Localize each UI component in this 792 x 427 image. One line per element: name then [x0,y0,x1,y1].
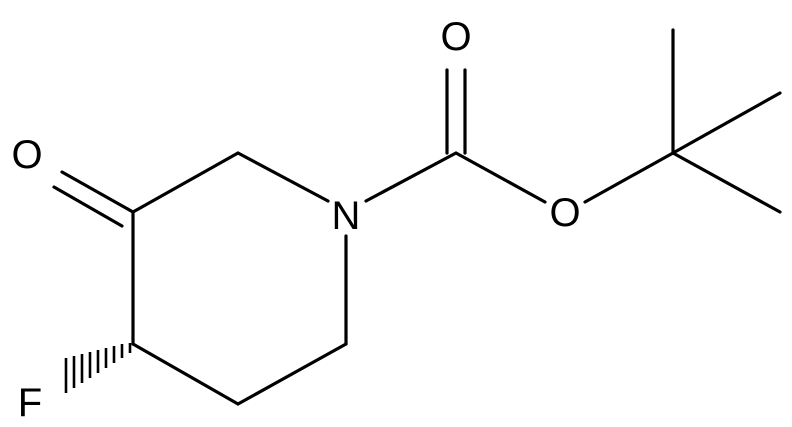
carbonyl-oxygen-atom-label: O [440,15,471,59]
bond-tbu-methyl-lower-right [671,151,782,214]
hashed-wedge-bond-c4-f [64,343,132,393]
bond-c6-c5 [236,342,348,406]
bond-c3-c2 [131,151,240,214]
bond-c-o-ester [454,151,547,204]
bond-c3-o-ketone-a [60,170,135,214]
fluorine-atom-label: F [18,381,42,425]
bond-tbu-methyl-upper-right [671,91,782,155]
bond-c2-n1 [236,151,330,203]
bond-o-c-tbu [583,151,675,204]
nitrogen-atom-label: N [332,194,361,238]
bond-n1-c-carbonyl [364,151,458,203]
ketone-oxygen-atom-label: O [11,133,42,177]
bond-c5-c4 [131,342,240,406]
ester-oxygen-atom-label: O [549,191,580,235]
bond-c3-o-ketone-b [52,185,124,228]
